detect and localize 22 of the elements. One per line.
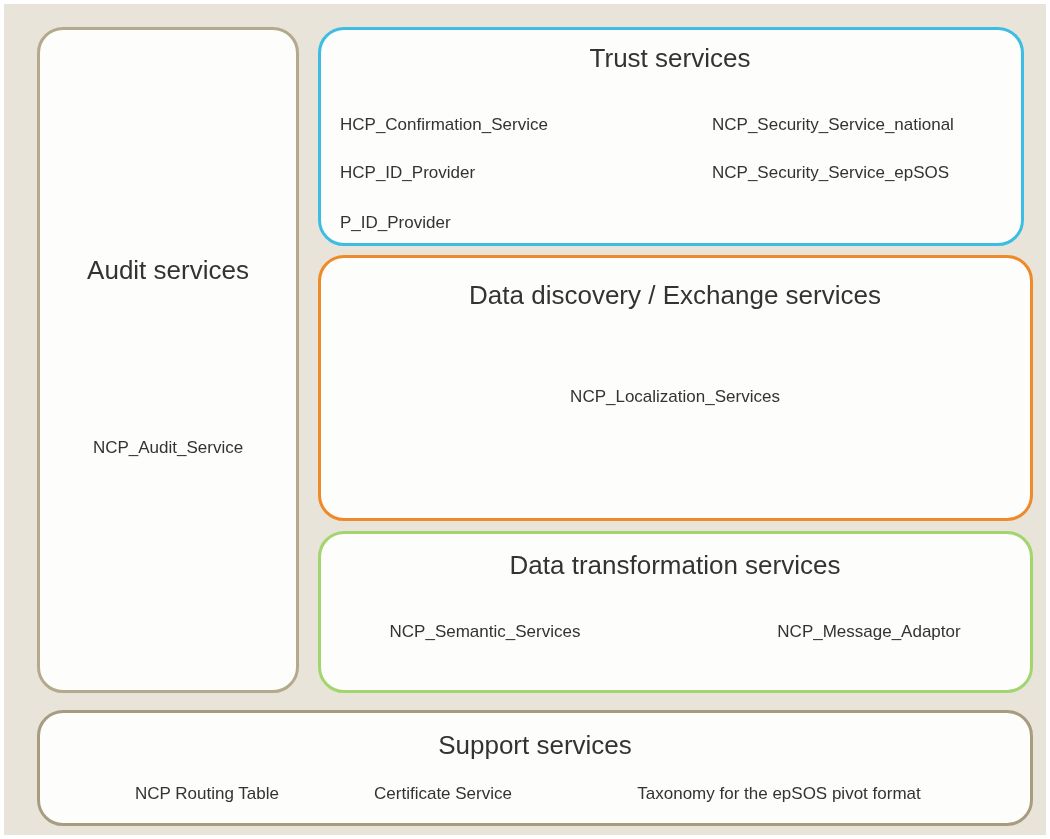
service-name: NCP_Semantic_Services [389, 622, 581, 642]
service-name: NCP_Audit_Service [92, 438, 244, 458]
group-heading: Data transformation services [509, 549, 841, 581]
service-name: HCP_Confirmation_Service [340, 115, 548, 135]
service-group-panel [37, 710, 1033, 826]
group-heading: Trust services [589, 42, 751, 74]
group-heading: Support services [438, 729, 632, 761]
service-name: NCP Routing Table [135, 784, 279, 804]
service-name: Certificate Service [374, 784, 512, 804]
service-name: Taxonomy for the epSOS pivot format [637, 784, 921, 804]
service-group-panel [318, 531, 1033, 693]
service-name: P_ID_Provider [340, 213, 451, 233]
service-group-panel [318, 27, 1024, 246]
service-name: NCP_Security_Service_national [712, 115, 954, 135]
group-heading: Audit services [87, 254, 249, 286]
service-name: NCP_Security_Service_epSOS [712, 163, 950, 183]
service-name: HCP_ID_Provider [340, 163, 476, 183]
group-heading: Data discovery / Exchange services [469, 279, 881, 311]
service-group-panel [318, 255, 1033, 521]
service-name: NCP_Message_Adaptor [777, 622, 961, 642]
service-group-panel [37, 27, 299, 693]
service-name: NCP_Localization_Services [570, 387, 780, 407]
